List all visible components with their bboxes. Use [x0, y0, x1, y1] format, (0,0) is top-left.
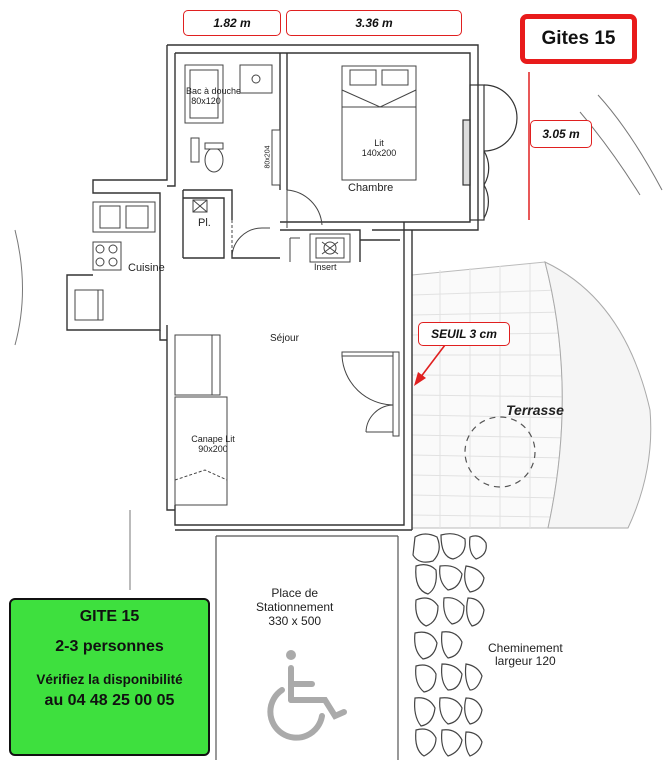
living-label: Séjour — [270, 333, 299, 344]
insert-stove — [289, 233, 351, 263]
path-label: Cheminement largeur 120 — [488, 641, 563, 668]
windows — [462, 84, 518, 221]
terrace-label: Terrasse — [506, 402, 564, 418]
wc-label: Pl. — [198, 217, 211, 229]
bed — [341, 65, 417, 181]
cobblestone-path — [412, 533, 487, 757]
dimension-width-b: 3.36 m — [286, 10, 462, 36]
wheelchair-accessibility-icon — [267, 650, 347, 741]
info-name: GITE 15 — [79, 608, 140, 625]
info-box: GITE 15 2-3 personnes Vérifiez la dispon… — [9, 598, 210, 756]
doors — [231, 129, 400, 437]
info-capacity: 2-3 personnes — [55, 638, 164, 655]
threshold-label: SEUIL 3 cm — [418, 322, 510, 346]
page-title: Gites 15 — [520, 14, 637, 64]
parking-label: Place de Stationnement 330 x 500 — [256, 586, 334, 628]
info-cta: Vérifiez la disponibilité — [36, 672, 183, 687]
bathroom-fixtures — [184, 64, 273, 213]
info-phone[interactable]: au 04 48 25 00 05 — [44, 692, 175, 709]
threshold-arrow-icon — [414, 344, 446, 386]
terrace-deck — [411, 261, 652, 529]
sofa-bed — [174, 334, 228, 506]
terrace-table-outline — [464, 416, 536, 488]
dimension-width-a: 1.82 m — [183, 10, 281, 36]
dimension-depth: 3.05 m — [530, 120, 592, 148]
door-size-label: 80x204 — [264, 145, 272, 169]
kitchen-label: Cuisine — [128, 262, 165, 274]
walls — [66, 44, 479, 531]
bedroom-label: Chambre — [348, 182, 394, 194]
insert-label: Insert — [314, 262, 337, 272]
kitchen-fixtures — [74, 201, 156, 321]
parking-space — [215, 535, 399, 760]
